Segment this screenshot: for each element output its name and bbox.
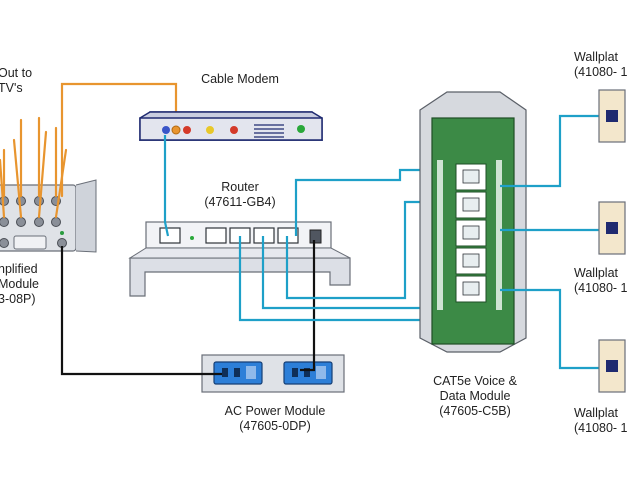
wp1-name: Wallplat (574, 50, 618, 64)
out-to-line2: TV's (0, 81, 23, 95)
modem-router-cable (163, 135, 170, 237)
wp3-model: (41080- 1 (574, 421, 628, 435)
router-model: (47611-GB4) (204, 195, 276, 209)
wallplate-1 (598, 89, 626, 143)
wallplate-2-label: Wallplat (41080- 1 (574, 266, 628, 296)
wp2-name: Wallplat (574, 266, 618, 280)
amplified-module-label: nplified Module 3-08P) (0, 262, 39, 307)
router-label: Router (47611-GB4) (180, 180, 300, 210)
wallplate-3 (598, 339, 626, 393)
outlet-icon (283, 361, 333, 385)
cat5-line1: CAT5e Voice & (433, 374, 517, 388)
router-name: Router (221, 180, 259, 194)
wallplate-1-label: Wallplat (41080- 1 (574, 50, 628, 80)
wallplate-3-label: Wallplat (41080- 1 (574, 406, 628, 436)
amp-line2: Module (0, 277, 39, 291)
out-to-tvs-label: Out to TV's (0, 66, 32, 96)
amp-line3: 3-08P) (0, 292, 36, 306)
cable-modem-label: Cable Modem (201, 72, 279, 86)
cat5e-panel (419, 91, 527, 353)
wp2-model: (41080- 1 (574, 281, 628, 295)
wp1-model: (41080- 1 (574, 65, 628, 79)
ac-power-module-label: AC Power Module (47605-0DP) (200, 404, 350, 434)
cat5e-module-label: CAT5e Voice & Data Module (47605-C5B) (405, 374, 545, 419)
outlet-icon (213, 361, 263, 385)
power-cables (60, 240, 316, 376)
wallplate-2 (598, 201, 626, 255)
ac-line1: AC Power Module (224, 404, 326, 418)
coax-outputs (0, 82, 178, 219)
amplified-module (0, 179, 97, 253)
ac-line2: (47605-0DP) (239, 419, 311, 433)
ac-power-module (201, 354, 345, 393)
cat5-line2: Data Module (439, 389, 511, 403)
out-to-line1: Out to (0, 66, 33, 80)
wp3-name: Wallplat (574, 406, 618, 420)
cable-modem (138, 111, 324, 141)
cat5-line3: (47605-C5B) (439, 404, 511, 418)
amp-line1: nplified (0, 262, 38, 276)
